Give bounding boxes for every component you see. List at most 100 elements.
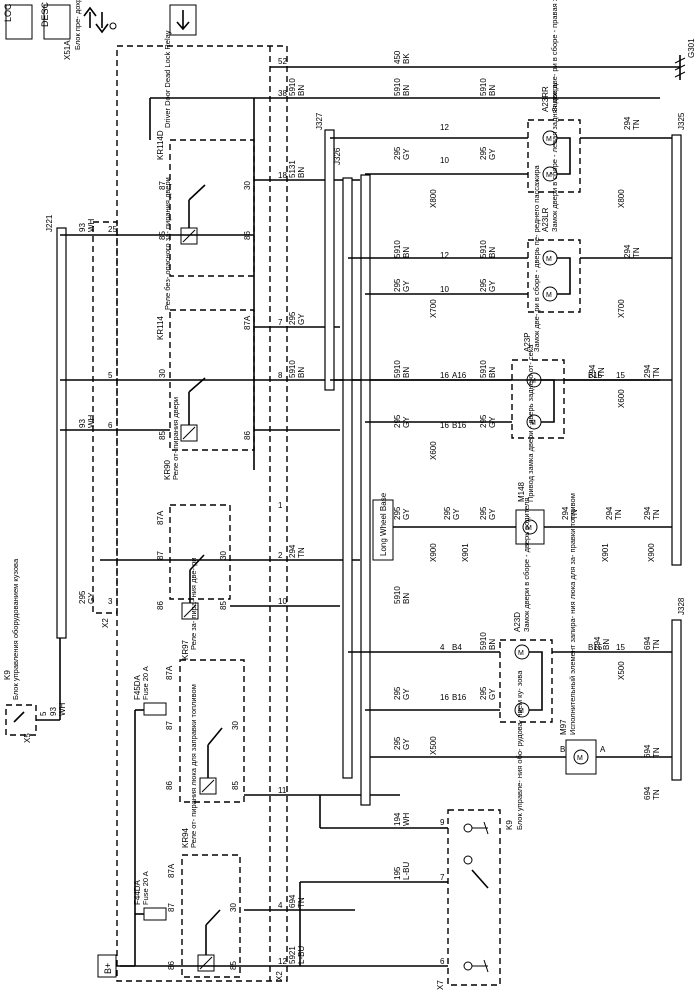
svg-text:Реле без- опасного за- пирания: Реле без- опасного за- пирания двери <box>163 177 172 310</box>
svg-text:30: 30 <box>219 551 228 560</box>
svg-text:GY: GY <box>488 148 497 160</box>
svg-text:294: 294 <box>288 544 297 558</box>
svg-text:87: 87 <box>158 181 167 190</box>
j328-bus <box>671 619 682 781</box>
svg-text:KR97: KR97 <box>181 639 190 660</box>
svg-text:295: 295 <box>479 146 488 160</box>
svg-text:B: B <box>560 745 565 754</box>
module-a23lr: M M A23LR Замок двери в сборе - левая за… <box>527 83 581 313</box>
svg-text:450: 450 <box>393 50 402 64</box>
svg-text:Замок двери в сборе - дверь во: Замок двери в сборе - дверь водителя <box>522 498 531 632</box>
svg-text:8: 8 <box>278 371 283 380</box>
svg-text:12: 12 <box>440 123 449 132</box>
svg-text:KR114D: KR114D <box>156 130 165 160</box>
svg-text:Fuse 20 A: Fuse 20 A <box>141 871 150 905</box>
svg-text:TN: TN <box>597 367 606 378</box>
svg-text:86: 86 <box>156 601 165 610</box>
svg-text:A23RR: A23RR <box>541 86 550 112</box>
svg-text:X700: X700 <box>617 299 626 318</box>
svg-text:GY: GY <box>488 508 497 520</box>
svg-text:Реле от- пирания люка для запр: Реле от- пирания люка для заправки топли… <box>189 684 198 848</box>
connector-flow-icon[interactable] <box>83 6 117 34</box>
svg-text:TN: TN <box>632 119 641 130</box>
battery-plus-label: B+ <box>103 963 113 974</box>
svg-text:M: M <box>518 708 524 715</box>
svg-text:93: 93 <box>78 223 87 232</box>
svg-text:195: 195 <box>393 866 402 880</box>
module-a23d: M M A23D Замок двери в сборе - дверь вод… <box>499 498 553 723</box>
svg-text:4: 4 <box>278 901 283 910</box>
module-a23p: M M A23P Замок две- ри в сборе - дверь п… <box>511 164 565 439</box>
svg-text:X901: X901 <box>461 543 470 562</box>
svg-text:30: 30 <box>229 903 238 912</box>
svg-text:6: 6 <box>440 957 445 966</box>
svg-text:X900: X900 <box>647 543 656 562</box>
svg-text:X7: X7 <box>436 980 445 990</box>
svg-text:87: 87 <box>165 721 174 730</box>
svg-text:L-BU: L-BU <box>297 946 306 964</box>
svg-text:15: 15 <box>616 371 625 380</box>
svg-text:A23P: A23P <box>523 332 532 352</box>
x2-label-bottom: X2 <box>275 971 284 981</box>
svg-text:TN: TN <box>632 247 641 258</box>
download-icon[interactable] <box>169 4 197 36</box>
svg-text:Блок управле- ния обо- рудова-: Блок управле- ния обо- рудова- нием ку- … <box>515 670 524 830</box>
svg-text:BN: BN <box>488 639 497 650</box>
svg-text:GY: GY <box>297 313 306 325</box>
svg-text:294: 294 <box>561 506 570 520</box>
svg-text:85: 85 <box>219 601 228 610</box>
svg-text:B16: B16 <box>452 421 467 430</box>
svg-text:295: 295 <box>479 278 488 292</box>
svg-text:3: 3 <box>108 597 113 606</box>
fuse-f45da: F45DA Fuse 20 A <box>133 666 167 716</box>
svg-text:Исполнительный элемент запира-: Исполнительный элемент запира- ния люка … <box>568 493 577 735</box>
svg-text:GY: GY <box>402 688 411 700</box>
svg-text:G301: G301 <box>687 38 696 58</box>
svg-text:WH: WH <box>87 414 96 428</box>
svg-text:M: M <box>546 292 552 299</box>
svg-text:BN: BN <box>297 85 306 96</box>
svg-text:294: 294 <box>588 364 597 378</box>
svg-text:BN: BN <box>402 367 411 378</box>
svg-text:5910: 5910 <box>288 78 297 96</box>
svg-text:295: 295 <box>288 311 297 325</box>
svg-text:TN: TN <box>570 509 579 520</box>
svg-text:Реле от- пирания двери: Реле от- пирания двери <box>171 397 180 480</box>
svg-text:BK: BK <box>402 53 411 64</box>
svg-text:295: 295 <box>479 506 488 520</box>
svg-text:87A: 87A <box>167 863 176 878</box>
svg-text:K9: K9 <box>505 820 514 830</box>
svg-text:294: 294 <box>605 506 614 520</box>
svg-text:Fuse 20 A: Fuse 20 A <box>141 666 150 700</box>
svg-text:7: 7 <box>278 318 283 327</box>
j326-label: J326 <box>333 147 342 165</box>
svg-text:BN: BN <box>488 367 497 378</box>
desc-icon[interactable]: DESC <box>40 1 71 40</box>
svg-text:BN: BN <box>297 367 306 378</box>
svg-text:DESC: DESC <box>40 1 50 27</box>
x2-label-left: X2 <box>101 618 110 628</box>
svg-text:X600: X600 <box>429 441 438 460</box>
svg-text:M: M <box>530 378 536 385</box>
svg-text:86: 86 <box>165 781 174 790</box>
j221-bus <box>56 227 67 639</box>
svg-text:X800: X800 <box>617 189 626 208</box>
load-traces <box>300 137 672 967</box>
svg-text:M: M <box>546 172 552 179</box>
svg-text:L-BU: L-BU <box>402 862 411 880</box>
svg-text:294: 294 <box>643 506 652 520</box>
svg-text:M: M <box>577 755 583 762</box>
svg-text:694: 694 <box>643 636 652 650</box>
svg-text:294: 294 <box>643 364 652 378</box>
svg-text:16: 16 <box>440 693 449 702</box>
j325-bus <box>671 134 682 566</box>
svg-text:5910: 5910 <box>288 360 297 378</box>
svg-text:87: 87 <box>156 551 165 560</box>
svg-text:B16: B16 <box>452 693 467 702</box>
loc-icon[interactable]: LOC <box>3 3 33 40</box>
svg-text:9: 9 <box>440 818 445 827</box>
svg-text:11: 11 <box>278 786 287 795</box>
svg-text:694: 694 <box>288 894 297 908</box>
svg-text:Реле за- пира- ния две- ри: Реле за- пира- ния две- ри <box>189 558 198 650</box>
